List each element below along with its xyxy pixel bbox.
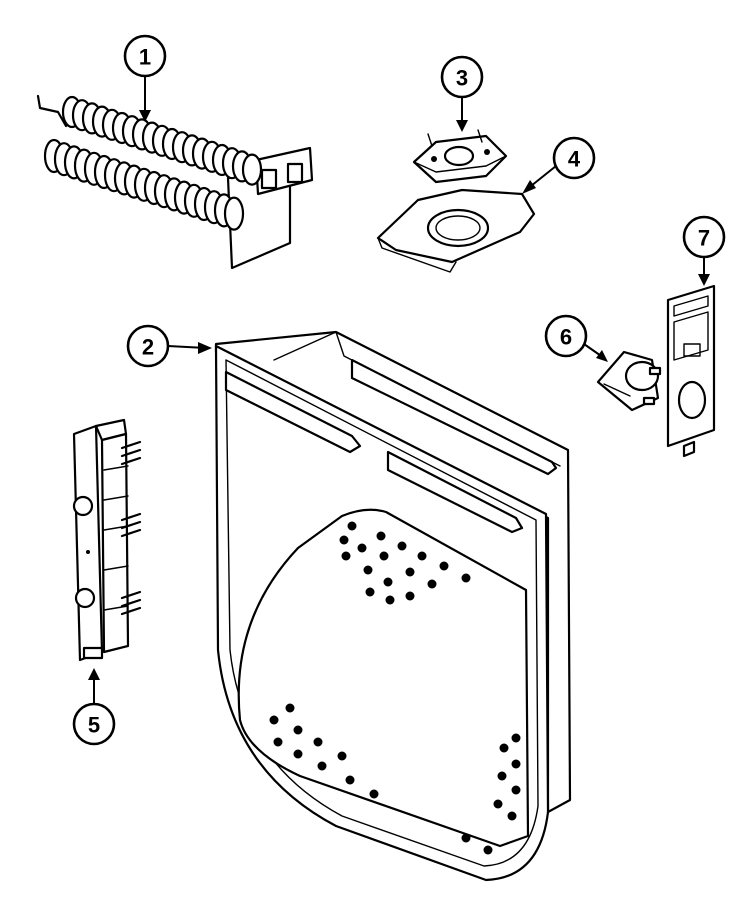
perforation-hole bbox=[461, 573, 471, 583]
perforation-hole bbox=[339, 535, 349, 545]
panel-bracket-part bbox=[666, 284, 716, 458]
perforation-hole bbox=[341, 551, 351, 561]
perforation-hole bbox=[417, 551, 427, 561]
perforation-hole bbox=[497, 771, 507, 781]
heater-housing-part bbox=[214, 330, 572, 882]
callout-3: 3 bbox=[440, 55, 484, 132]
limit-thermostat-part bbox=[596, 350, 662, 412]
perforation-hole bbox=[369, 789, 379, 799]
callout-4-label: 4 bbox=[568, 147, 581, 172]
callout-5-label: 5 bbox=[88, 713, 100, 738]
perforation-hole bbox=[405, 567, 415, 577]
perforation-hole bbox=[337, 751, 347, 761]
perforation-hole bbox=[293, 725, 303, 735]
perforation-hole bbox=[507, 811, 517, 821]
perforation-hole bbox=[363, 565, 373, 575]
callout-6: 6 bbox=[544, 314, 608, 362]
perforation-hole bbox=[313, 737, 323, 747]
perforation-hole bbox=[293, 749, 303, 759]
perforation-hole bbox=[365, 587, 375, 597]
perforation-hole bbox=[499, 743, 509, 753]
bracket-part bbox=[376, 188, 536, 273]
callout-1: 1 bbox=[123, 34, 167, 122]
callout-5: 5 bbox=[72, 668, 116, 746]
heating-element-part bbox=[36, 94, 314, 270]
callout-7: 7 bbox=[682, 215, 726, 286]
terminal-block-part bbox=[72, 418, 142, 662]
perforation-hole bbox=[397, 541, 407, 551]
callout-6-label: 6 bbox=[560, 325, 572, 350]
thermostat-part bbox=[412, 129, 508, 184]
perforation-hole bbox=[357, 543, 367, 553]
perforation-hole bbox=[511, 759, 521, 769]
perforation-hole bbox=[483, 845, 493, 855]
terminal-screws bbox=[120, 440, 142, 616]
perforation-hole bbox=[317, 761, 327, 771]
perforation-hole bbox=[345, 775, 355, 785]
perforation-hole bbox=[273, 737, 283, 747]
callout-4: 4 bbox=[522, 136, 596, 194]
perforation-hole bbox=[347, 521, 357, 531]
perforation-hole bbox=[493, 799, 503, 809]
perforation-hole bbox=[285, 703, 295, 713]
perforation-hole bbox=[405, 591, 415, 601]
perforation-hole bbox=[383, 577, 393, 587]
perforation-hole bbox=[376, 531, 386, 541]
perforation-hole bbox=[461, 833, 471, 843]
callout-2-label: 2 bbox=[142, 335, 154, 360]
perforation-hole bbox=[511, 785, 521, 795]
coil-turn bbox=[241, 153, 263, 186]
perforation-hole bbox=[511, 733, 521, 743]
callout-7-label: 7 bbox=[698, 226, 710, 251]
callout-2: 2 bbox=[126, 324, 212, 368]
perforation-hole bbox=[439, 561, 449, 571]
perforation-hole bbox=[269, 715, 279, 725]
coil-turn bbox=[223, 196, 245, 231]
callout-1-label: 1 bbox=[139, 45, 151, 70]
perforation-hole bbox=[427, 579, 437, 589]
perforation-hole bbox=[385, 595, 395, 605]
perforation-hole bbox=[379, 551, 389, 561]
callout-3-label: 3 bbox=[456, 66, 468, 91]
callouts: 1 2 3 4 5 6 bbox=[72, 34, 726, 746]
